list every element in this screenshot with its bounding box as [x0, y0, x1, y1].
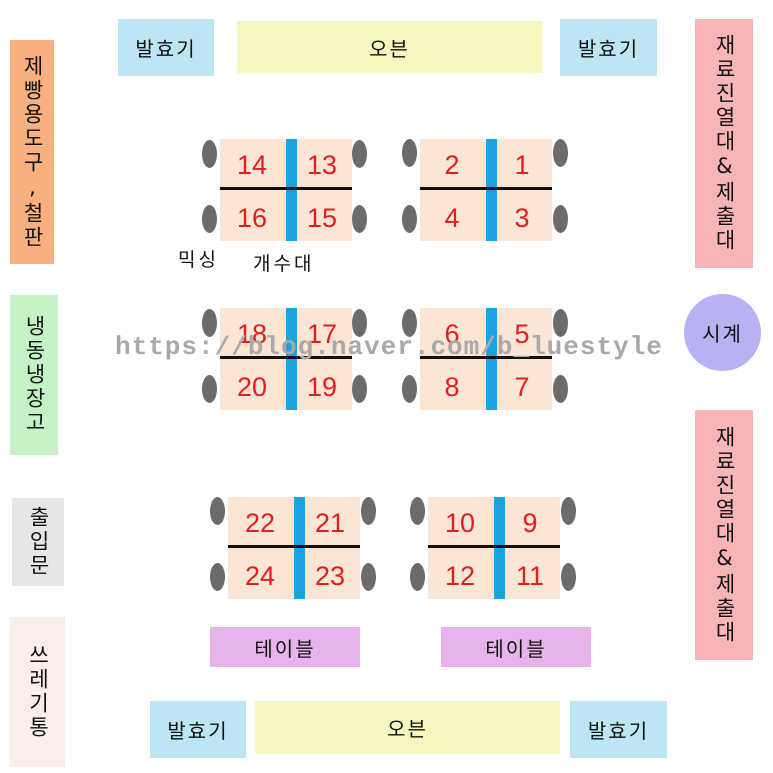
work-station: 2 1 4 3 [420, 139, 552, 241]
seat-number: 16 [236, 203, 268, 233]
entrance-door: 출입문 [12, 498, 64, 586]
seat-number: 10 [444, 508, 476, 538]
seat-number: 24 [244, 561, 276, 591]
oven-top-label: 오븐 [369, 36, 410, 61]
ingredient-display-bottom: 재료진열대&제출대 [695, 410, 753, 660]
seat-number: 7 [514, 372, 530, 402]
proofer-bottom-right-label: 발효기 [587, 719, 650, 743]
chair [352, 309, 367, 337]
seat-number: 5 [514, 319, 530, 349]
station-center-line [220, 356, 352, 359]
proofer-bottom-right: 발효기 [570, 701, 667, 758]
chair [352, 375, 367, 403]
sink-divider [494, 497, 505, 599]
seat-number: 13 [306, 150, 338, 180]
ingredient-display-top: 재료진열대&제출대 [695, 19, 753, 268]
seat-number: 9 [522, 508, 538, 538]
seat-number: 12 [444, 561, 476, 591]
sink-divider [486, 308, 497, 410]
chair [561, 497, 576, 525]
station-center-line [428, 545, 560, 548]
proofer-top-left: 발효기 [118, 19, 214, 76]
side-table-left: 테이블 [210, 627, 360, 667]
seat-number: 22 [244, 508, 276, 538]
blog-watermark: https://blog.naver.com/b_luestyle [115, 332, 663, 362]
chair [210, 497, 225, 525]
sink-divider [286, 308, 297, 410]
freezer-fridge: 냉동냉장고 [10, 295, 58, 455]
oven-bottom: 오븐 [255, 701, 560, 754]
chair [402, 205, 417, 233]
seat-number: 1 [514, 150, 530, 180]
chair [553, 309, 568, 337]
proofer-top-right-label: 발효기 [577, 37, 640, 61]
station-center-line [220, 187, 352, 190]
chair [410, 497, 425, 525]
chair [402, 309, 417, 337]
seat-number: 14 [236, 150, 268, 180]
chair [202, 140, 217, 168]
work-station: 6 5 8 7 [420, 308, 552, 410]
chair [561, 563, 576, 591]
sink-divider [486, 139, 497, 241]
station-center-line [420, 356, 552, 359]
chair [352, 140, 367, 168]
side-table-right: 테이블 [441, 627, 591, 667]
seat-number: 11 [515, 561, 545, 591]
freezer-fridge-label: 냉동냉장고 [22, 315, 47, 435]
chair [202, 309, 217, 337]
seat-number: 2 [444, 150, 460, 180]
sink-divider [286, 139, 297, 241]
wall-clock: 시계 [684, 294, 761, 371]
seat-number: 18 [236, 319, 268, 349]
chair [352, 205, 367, 233]
ingredient-display-bottom-label: 재료진열대&제출대 [712, 425, 737, 645]
proofer-bottom-left: 발효기 [150, 701, 246, 758]
entrance-door-label: 출입문 [26, 506, 51, 578]
trash-bin: 쓰레기통 [10, 617, 65, 767]
chair [410, 563, 425, 591]
seat-number: 15 [306, 203, 338, 233]
chair [202, 375, 217, 403]
baking-tools-label: 제빵용도구,철판 [20, 54, 45, 250]
chair [402, 375, 417, 403]
work-station: 14 13 16 15 [220, 139, 352, 241]
seat-number: 17 [306, 319, 338, 349]
mixing-label: 믹싱 [178, 249, 219, 271]
work-station: 10 9 12 11 [428, 497, 560, 599]
chair [553, 139, 568, 167]
baking-tools-shelf: 제빵용도구,철판 [10, 40, 54, 264]
seat-number: 4 [444, 203, 460, 233]
ingredient-display-top-label: 재료진열대&제출대 [712, 34, 737, 253]
proofer-bottom-left-label: 발효기 [167, 719, 229, 743]
seat-number: 21 [314, 508, 346, 538]
wall-clock-label: 시계 [702, 322, 743, 346]
seat-number: 20 [236, 372, 268, 402]
seat-number: 6 [444, 319, 460, 349]
chair [210, 563, 225, 591]
proofer-top-left-label: 발효기 [135, 37, 197, 61]
oven-bottom-label: 오븐 [387, 717, 428, 741]
side-table-right-label: 테이블 [485, 636, 547, 661]
work-station: 18 17 20 19 [220, 308, 352, 410]
seat-number: 23 [314, 561, 346, 591]
sink-divider [294, 497, 305, 599]
chair [553, 205, 568, 233]
side-table-left-label: 테이블 [254, 636, 316, 661]
chair [361, 563, 376, 591]
chair [402, 139, 417, 167]
chair [553, 375, 568, 403]
seat-number: 8 [444, 372, 460, 402]
seat-number: 19 [306, 372, 338, 402]
trash-bin-label: 쓰레기통 [26, 644, 50, 740]
sink-label: 개수대 [253, 253, 315, 275]
oven-top: 오븐 [237, 21, 542, 73]
proofer-top-right: 발효기 [560, 19, 657, 76]
chair [202, 205, 217, 233]
station-center-line [420, 187, 552, 190]
chair [361, 497, 376, 525]
seat-number: 3 [514, 203, 530, 233]
station-center-line [228, 545, 360, 548]
work-station: 22 21 24 23 [228, 497, 360, 599]
